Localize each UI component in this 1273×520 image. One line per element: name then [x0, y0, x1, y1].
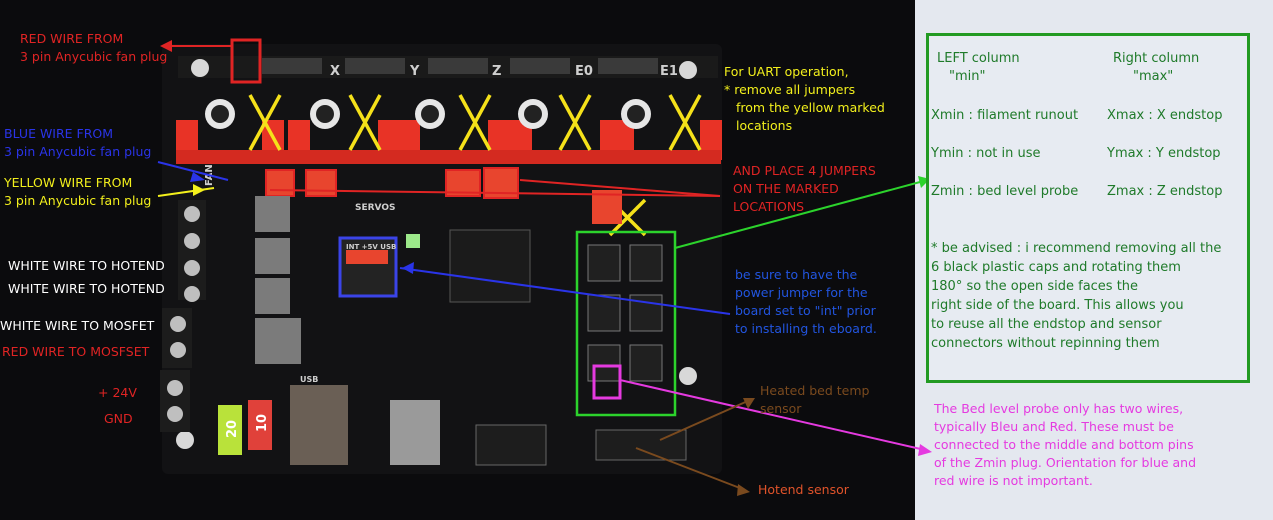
fuse-10: [248, 400, 272, 450]
bed-probe-line2: typically Bleu and Red. These must be: [934, 419, 1174, 434]
axis-label-x: X: [330, 64, 340, 79]
heated-bed-line2: sensor: [760, 401, 802, 416]
mount-hole-tl: [191, 59, 209, 77]
bed-probe-line3: connected to the middle and bottom pins: [934, 437, 1194, 452]
led: [406, 234, 420, 248]
ymin-row: Ymin : not in use: [931, 146, 1041, 161]
place-jumpers-line1: AND PLACE 4 JUMPERS: [733, 163, 876, 178]
power-jumper-line1: be sure to have the: [735, 267, 858, 282]
red-wire-pin-box: [230, 38, 262, 84]
hotend-sensor-note: Hotend sensor: [758, 482, 849, 497]
power-jumper-line2: power jumper for the: [735, 285, 868, 300]
axis-label-y: Y: [409, 64, 420, 79]
capacitors: [205, 99, 651, 129]
mcu-chip: [449, 229, 531, 303]
blue-wire-note-line1: BLUE WIRE FROM: [4, 126, 114, 141]
zmin-row: Zmin : bed level probe: [931, 184, 1079, 199]
mosfets: [255, 196, 301, 364]
bed-probe-line1: The Bed level probe only has two wires,: [934, 401, 1184, 416]
place-jumpers-line3: LOCATIONS: [733, 199, 805, 214]
fuse-20-text: 20: [225, 420, 240, 438]
place-jumpers-note: AND PLACE 4 JUMPERS ON THE MARKED LOCATI…: [733, 162, 876, 216]
power-jumper-line4: to installing th eboard.: [735, 321, 877, 336]
ymax-row: Ymax : Y endstop: [1107, 146, 1221, 161]
uart-note-line4: locations: [736, 118, 793, 133]
yellow-wire-note: YELLOW WIRE FROM 3 pin Anycubic fan plug: [4, 174, 151, 210]
annotation-arrows: [157, 40, 932, 496]
xmin-row: Xmin : filament runout: [931, 108, 1079, 123]
blue-wire-note-line2: 3 pin Anycubic fan plug: [4, 144, 152, 159]
yellow-wire-note-line1: YELLOW WIRE FROM: [4, 175, 133, 190]
reference-panel: LEFT column "min" Right column "max" Xmi…: [926, 33, 1250, 383]
red-wire-note-line2: 3 pin Anycubic fan plug: [20, 49, 168, 64]
advice-line1: * be advised : i recommend removing all …: [931, 241, 1222, 256]
advice-line6: connectors without repinning them: [931, 336, 1160, 351]
right-column-header: Right column: [1113, 51, 1200, 66]
axis-label-e0: E0: [575, 64, 593, 79]
heated-bed-note: Heated bed temp sensor: [760, 382, 870, 418]
white-mosfet: WHITE WIRE TO MOSFET: [0, 318, 155, 333]
yellow-wire-note-line2: 3 pin Anycubic fan plug: [4, 193, 152, 208]
advice-line5: to reuse all the endstop and sensor: [931, 317, 1162, 332]
uart-note-line1: For UART operation,: [724, 64, 849, 79]
uart-note-line3: from the yellow marked: [736, 100, 885, 115]
screw-terminals: [160, 200, 206, 432]
power-jumper-line3: board set to "int" prior: [735, 303, 876, 318]
xmax-row: Xmax : X endstop: [1107, 108, 1223, 123]
zmax-row: Zmax : Z endstop: [1107, 184, 1223, 199]
plus-24v: + 24V: [98, 385, 137, 400]
red-mosfet: RED WIRE TO MOSFSET: [2, 344, 150, 359]
bed-probe-note: The Bed level probe only has two wires, …: [934, 400, 1196, 490]
mount-hole-tr: [679, 61, 697, 79]
axis-label-z: Z: [492, 64, 501, 79]
uart-note-line2: * remove all jumpers: [724, 82, 856, 97]
left-column-sub: "min": [949, 69, 986, 84]
mount-hole-br: [679, 367, 697, 385]
power-jumper-box: [338, 236, 398, 298]
blue-wire-note: BLUE WIRE FROM 3 pin Anycubic fan plug: [4, 125, 151, 161]
mount-hole-bl: [176, 431, 194, 449]
axis-label-e1: E1: [660, 64, 678, 79]
fuse-20: [218, 405, 242, 455]
thermistor-connectors: [475, 424, 547, 466]
red-wire-note-line1: RED WIRE FROM: [20, 31, 124, 46]
endstop-connectors: [587, 244, 663, 382]
advice-line2: 6 black plastic caps and rotating them: [931, 260, 1181, 275]
uart-jumper-block: [592, 190, 622, 224]
white-hotend-1: WHITE WIRE TO HOTEND: [8, 258, 165, 273]
driver-rail: [176, 150, 721, 164]
zmin-plug-box: [592, 364, 622, 400]
left-column-header: LEFT column: [937, 51, 1020, 66]
bed-probe-line5: red wire is not important.: [934, 473, 1093, 488]
servos-label: SERVOS: [355, 203, 396, 213]
place-jumpers-line2: ON THE MARKED: [733, 181, 839, 196]
endstop-box: [575, 230, 677, 417]
power-jumper-note: be sure to have the power jumper for the…: [735, 266, 877, 338]
bed-probe-line4: of the Zmin plug. Orientation for blue a…: [934, 455, 1197, 470]
usb-label: USB: [300, 375, 318, 384]
advice-line3: 180° so the open side faces the: [931, 279, 1139, 294]
fuse-10-text: 10: [255, 414, 270, 432]
heated-bed-line1: Heated bed temp: [760, 383, 870, 398]
sd-slot: [290, 385, 348, 465]
right-column-sub: "max": [1133, 69, 1174, 84]
power-jumper-text: INT +5V USB: [346, 243, 396, 251]
header-pins: [262, 58, 658, 74]
usb-port: [390, 400, 440, 465]
red-wire-note: RED WIRE FROM 3 pin Anycubic fan plug: [20, 30, 167, 66]
advice-line4: right side of the board. This allows you: [931, 298, 1184, 313]
gnd-label: GND: [104, 411, 133, 426]
uart-note: For UART operation, * remove all jumpers…: [724, 63, 885, 135]
power-jumper: [346, 250, 388, 264]
white-hotend-2: WHITE WIRE TO HOTEND: [8, 281, 165, 296]
